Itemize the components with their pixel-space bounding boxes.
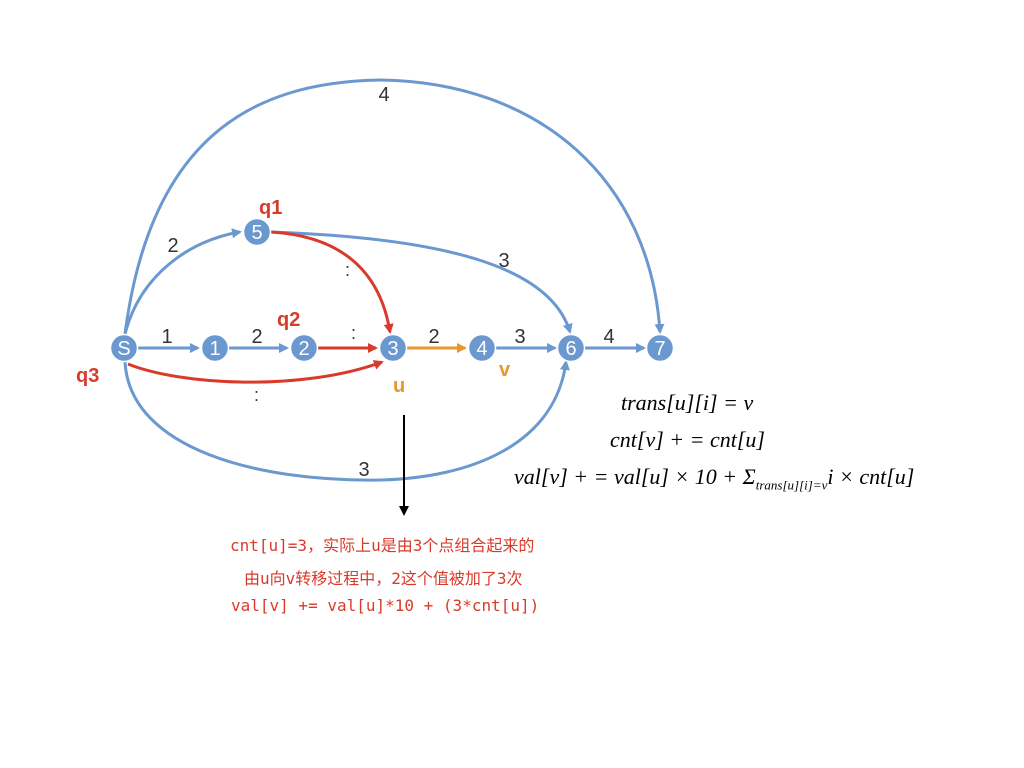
label-q3: q3	[76, 365, 99, 387]
weight-s-5: 2	[167, 235, 178, 257]
weight-6-7: 4	[603, 326, 614, 348]
weight-s-6: 3	[358, 459, 369, 481]
svg-text:S: S	[117, 338, 130, 360]
formula-cnt: cnt[v] + = cnt[u]	[610, 427, 765, 452]
weight-3-4: 2	[428, 326, 439, 348]
node-4: 4	[467, 333, 497, 363]
node-5: 5	[242, 217, 272, 247]
node-2: 2	[289, 333, 319, 363]
weight-s-1: 1	[161, 326, 172, 348]
svg-text:6: 6	[565, 338, 576, 360]
label-u: u	[393, 375, 405, 397]
svg-text:4: 4	[476, 338, 487, 360]
note-val: val[v] += val[u]*10 + (3*cnt[u])	[231, 596, 540, 615]
node-1: 1	[200, 333, 230, 363]
node-6: 6	[556, 333, 586, 363]
formula-val: val[v] + = val[u] × 10 + Σtrans[u][i]=vi…	[514, 464, 914, 493]
node-s: S	[109, 333, 139, 363]
label-v: v	[499, 359, 511, 381]
formula-val-main: val[v] + = val[u] × 10 + Σ	[514, 464, 756, 489]
node-7: 7	[645, 333, 675, 363]
svg-text:7: 7	[654, 338, 665, 360]
edge-5-6	[270, 230, 573, 334]
dots-middle: :	[351, 323, 356, 343]
svg-text:1: 1	[209, 338, 220, 360]
formula-trans: trans[u][i] = v	[621, 390, 754, 415]
dots-upper: :	[345, 260, 350, 280]
dots-lower: :	[254, 385, 259, 405]
weight-5-6: 3	[498, 250, 509, 272]
weight-s-7: 4	[378, 84, 389, 106]
weight-1-2: 2	[251, 326, 262, 348]
formula-val-tail: i × cnt[u]	[827, 464, 915, 489]
svg-text:5: 5	[251, 222, 262, 244]
svg-text:2: 2	[298, 338, 309, 360]
edge-s-6	[123, 360, 570, 482]
edge-s-3	[127, 360, 384, 384]
edge-s-7	[123, 78, 665, 335]
edge-5-3	[270, 230, 394, 334]
label-q2: q2	[277, 309, 300, 331]
svg-text:3: 3	[387, 338, 398, 360]
node-3: 3	[378, 333, 408, 363]
formula-val-sub: trans[u][i]=v	[755, 477, 828, 493]
note-transfer: 由u向v转移过程中，2这个值被加了3次	[244, 569, 523, 588]
edge-s-5	[123, 228, 242, 335]
weight-4-6: 3	[514, 326, 525, 348]
label-q1: q1	[259, 197, 282, 219]
note-cnt: cnt[u]=3，实际上u是由3个点组合起来的	[230, 536, 535, 555]
